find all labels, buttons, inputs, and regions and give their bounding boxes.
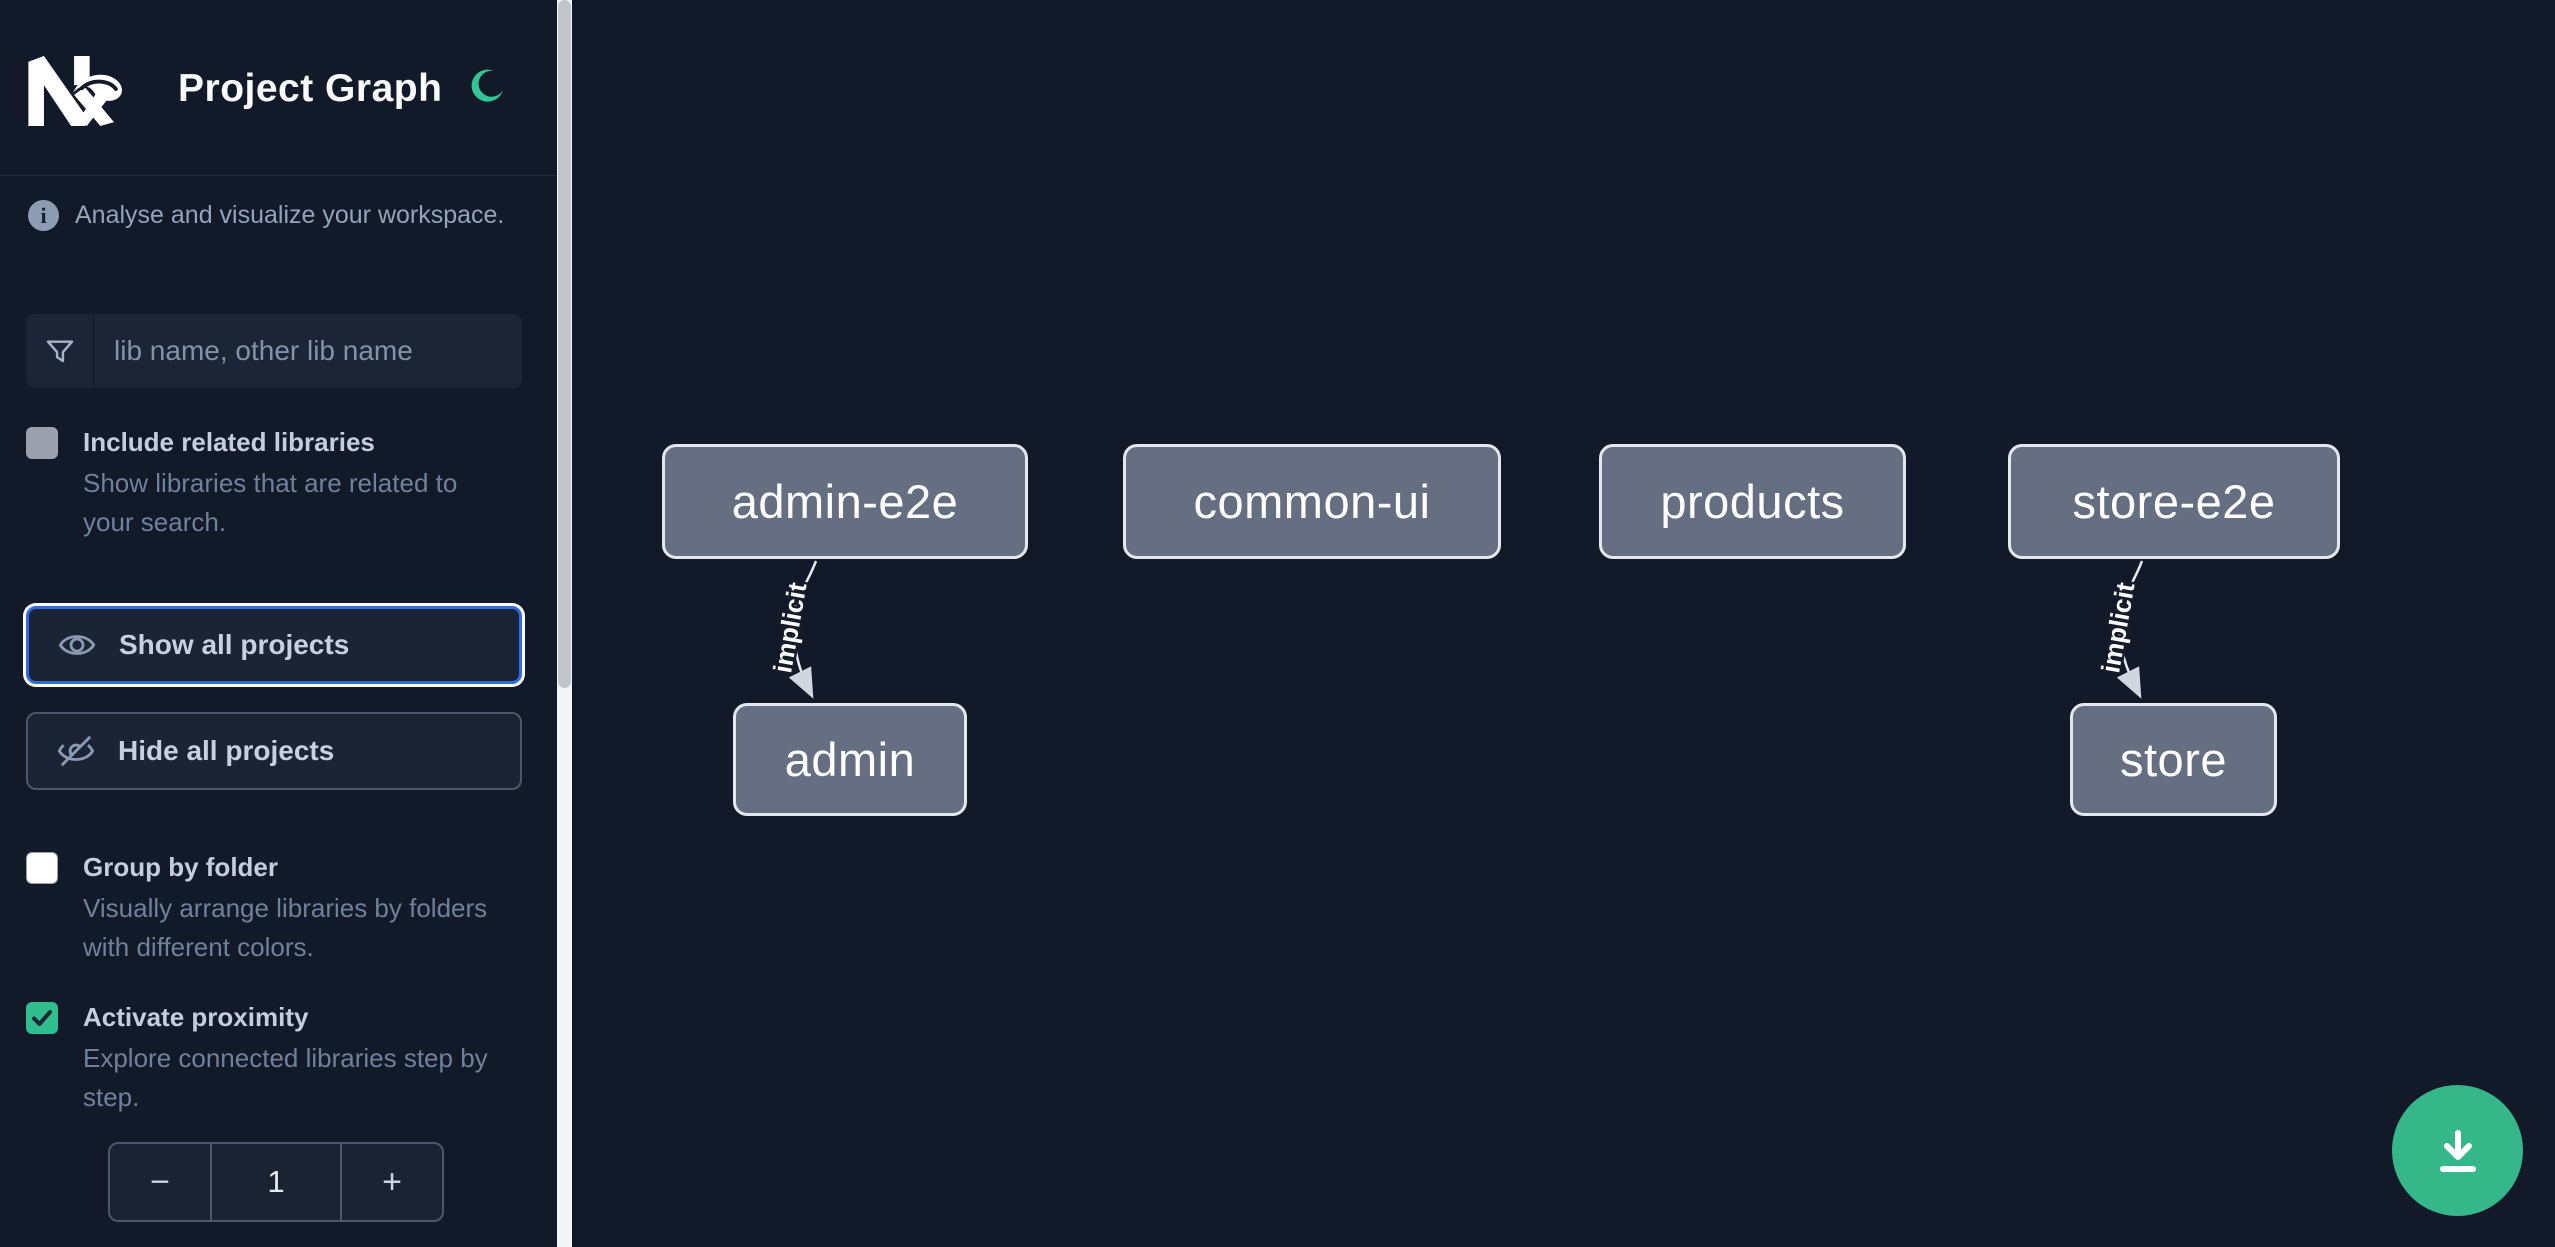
group-by-folder-label[interactable]: Group by folder xyxy=(83,852,278,882)
hide-all-projects-label: Hide all projects xyxy=(118,735,335,766)
show-all-projects-button[interactable]: Show all projects xyxy=(26,606,522,684)
moon-icon xyxy=(471,69,503,102)
eye-icon xyxy=(58,635,96,655)
sidebar-scrollbar-thumb[interactable] xyxy=(558,0,571,688)
stepper-value: 1 xyxy=(210,1144,342,1220)
graph-node-admin[interactable]: admin xyxy=(733,703,967,816)
include-related-label[interactable]: Include related libraries xyxy=(83,427,375,457)
workspace-tagline-row: i Analyse and visualize your workspace. xyxy=(28,200,528,231)
eye-slash-icon xyxy=(57,736,95,766)
search-input[interactable] xyxy=(94,314,522,388)
include-related-checkbox[interactable] xyxy=(26,427,58,459)
decrement-button[interactable]: − xyxy=(110,1144,210,1220)
increment-button[interactable]: + xyxy=(342,1144,442,1220)
sidebar: Project Graph i Analyse and visualize yo… xyxy=(0,0,557,1247)
theme-toggle-button[interactable] xyxy=(470,68,506,104)
nx-logo xyxy=(28,56,122,126)
page-title: Project Graph xyxy=(178,67,443,110)
activate-proximity-label[interactable]: Activate proximity xyxy=(83,1002,309,1032)
toggle-include-related: Include related libraries Show libraries… xyxy=(26,425,526,542)
hide-all-projects-button[interactable]: Hide all projects xyxy=(26,712,522,790)
workspace-tagline: Analyse and visualize your workspace. xyxy=(75,201,505,229)
sidebar-scrollbar-track[interactable] xyxy=(557,0,572,1247)
download-icon xyxy=(2439,1129,2476,1172)
group-by-folder-description: Visually arrange libraries by folders wi… xyxy=(83,893,488,962)
graph-node-common-ui[interactable]: common-ui xyxy=(1123,444,1501,559)
activate-proximity-description: Explore connected libraries step by step… xyxy=(83,1043,488,1112)
download-image-button[interactable] xyxy=(2392,1085,2523,1216)
funnel-icon xyxy=(26,314,94,388)
info-icon: i xyxy=(28,200,59,231)
graph-node-store[interactable]: store xyxy=(2070,703,2277,816)
checkmark-icon xyxy=(32,1010,52,1026)
graph-node-admin-e2e[interactable]: admin-e2e xyxy=(662,444,1028,559)
graph-node-products[interactable]: products xyxy=(1599,444,1906,559)
include-related-description: Show libraries that are related to your … xyxy=(83,468,458,537)
graph-node-store-e2e[interactable]: store-e2e xyxy=(2008,444,2340,559)
group-by-folder-checkbox[interactable] xyxy=(26,852,58,884)
search-box xyxy=(26,314,522,388)
toggle-group-by-folder: Group by folder Visually arrange librari… xyxy=(26,850,526,967)
toggle-activate-proximity: Activate proximity Explore connected lib… xyxy=(26,1000,526,1117)
proximity-depth-stepper: − 1 + xyxy=(108,1142,444,1222)
show-all-projects-label: Show all projects xyxy=(119,629,350,660)
activate-proximity-checkbox[interactable] xyxy=(26,1002,58,1034)
sidebar-header: Project Graph xyxy=(0,0,557,176)
project-graph-canvas[interactable] xyxy=(572,0,2555,1247)
